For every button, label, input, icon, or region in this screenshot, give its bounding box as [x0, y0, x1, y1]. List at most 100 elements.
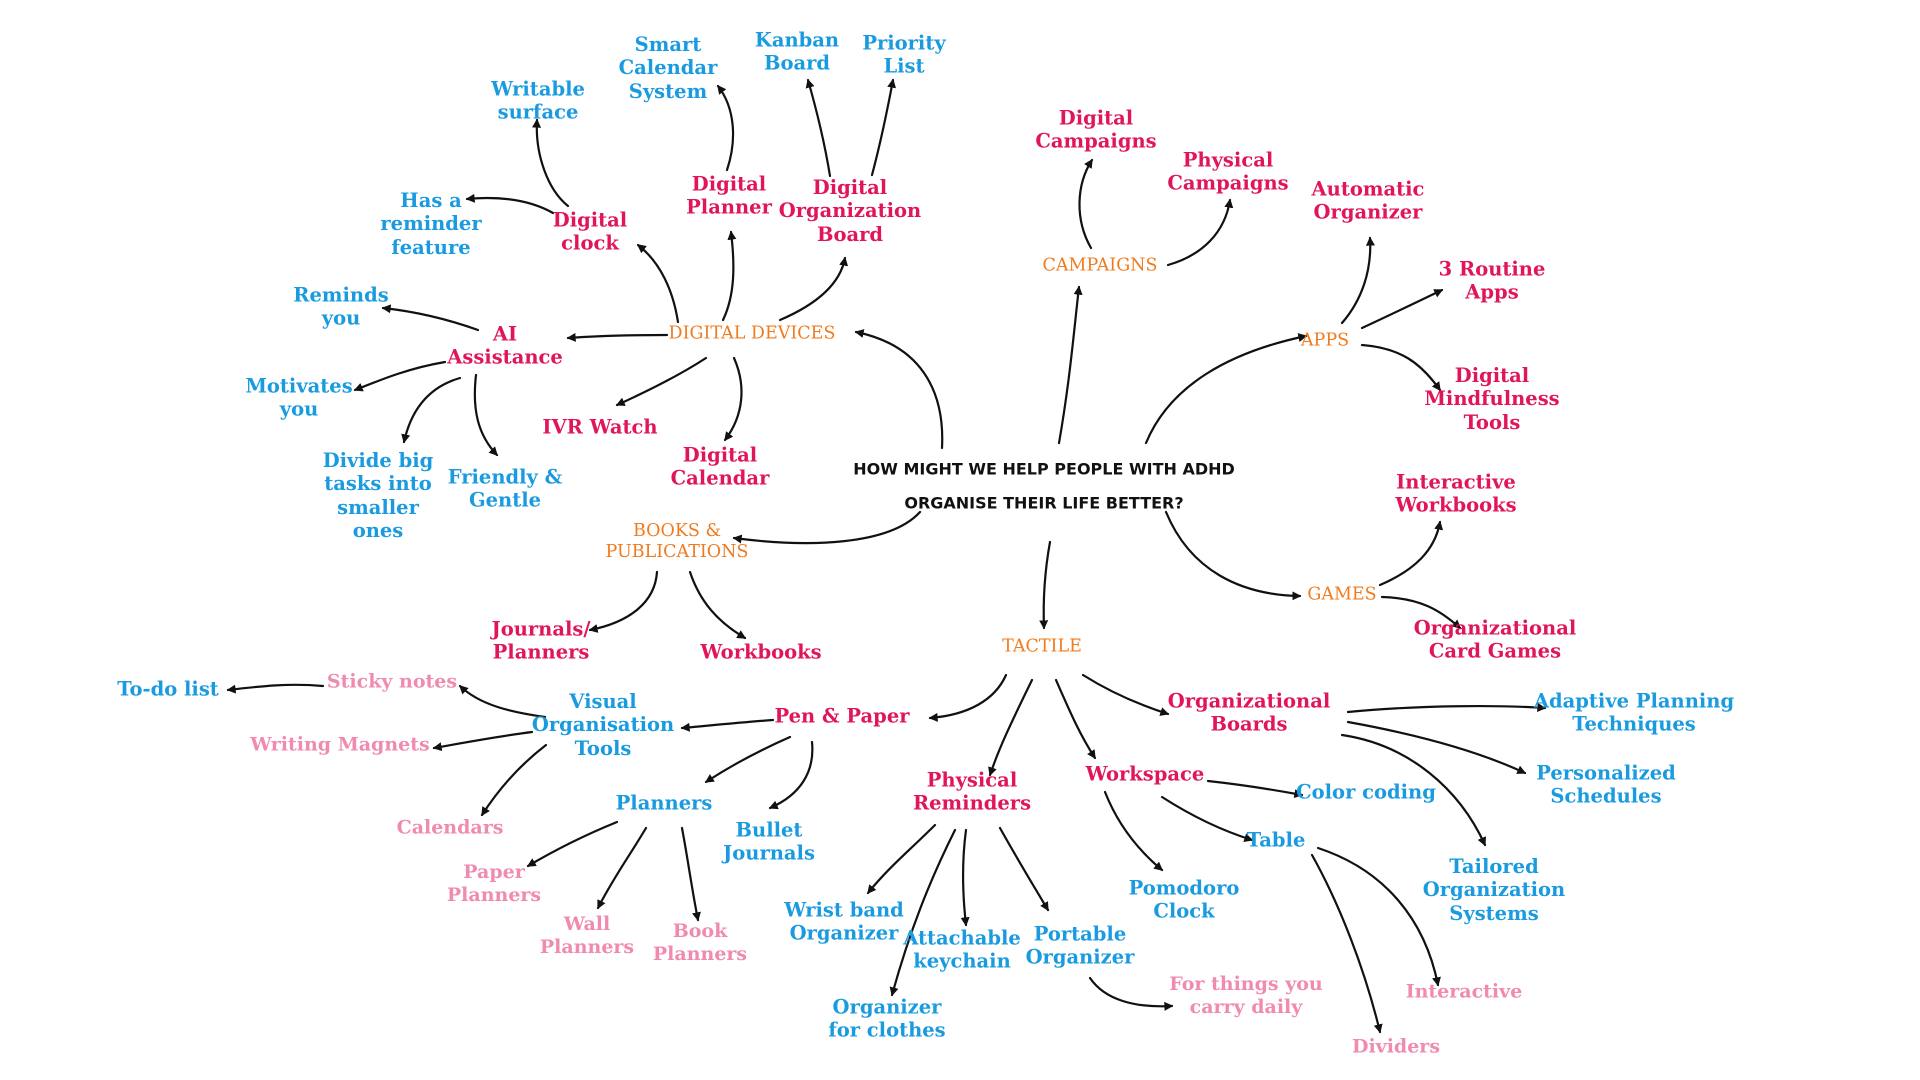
edge-pen-visual — [680, 718, 775, 732]
category-tactile[interactable]: TACTILE — [1002, 637, 1082, 658]
node-text-line: Journals/ — [491, 617, 591, 641]
node-text-line: Boards — [1210, 713, 1288, 736]
edge-tactile-pen-paper — [928, 673, 1008, 722]
edge-devices-ai — [566, 332, 669, 342]
node-text-line: Reminders — [912, 792, 1032, 815]
node-text-line: 3 Routine — [1438, 257, 1546, 281]
node-text-line: Digital — [682, 443, 758, 467]
subtopic-pen-paper[interactable]: Pen & Paper — [775, 704, 910, 727]
category-campaigns[interactable]: CAMPAIGNS — [1043, 256, 1158, 277]
detail-friendly-gentle[interactable]: Friendly &Gentle — [448, 466, 563, 513]
edge-table-interactive — [1316, 846, 1441, 987]
node-text-line: Wall — [563, 913, 611, 936]
edge-reminders-wristband — [866, 823, 937, 895]
node-text-line: smaller — [337, 496, 419, 519]
detail-to-do-list[interactable]: To-do list — [117, 677, 219, 700]
edge-central-tactile — [1039, 540, 1052, 630]
category-games[interactable]: GAMES — [1307, 585, 1376, 606]
node-text-line: Has a — [400, 188, 462, 212]
minor-calendars[interactable]: Calendars — [397, 817, 504, 840]
minor-sticky-notes[interactable]: Sticky notes — [327, 671, 457, 694]
node-text-line: Dividers — [1351, 1035, 1441, 1058]
edge-apps-mindfulness — [1360, 343, 1442, 392]
minor-interactive[interactable]: Interactive — [1406, 981, 1523, 1004]
node-text-line: Organization — [778, 199, 922, 223]
node-text-line: Pomodoro — [1128, 876, 1240, 900]
category-apps[interactable]: APPS — [1301, 331, 1349, 352]
node-text-line: Planners — [492, 641, 590, 664]
edge-devices-calendar — [723, 356, 743, 442]
edge-sticky-todo — [226, 683, 325, 694]
node-text-line: Writable — [491, 77, 585, 101]
detail-table[interactable]: Table — [1247, 828, 1306, 851]
minor-writing-magnets[interactable]: Writing Magnets — [250, 734, 429, 757]
node-text-line: Bullet — [735, 818, 803, 842]
node-text-line: Organizational — [1167, 689, 1331, 713]
node-text-line: Apps — [1465, 281, 1519, 304]
node-text-line: Journals — [723, 842, 815, 865]
node-text-line: Attachable — [903, 926, 1021, 950]
node-text-line: Digital — [812, 175, 888, 199]
edge-workspace-pomodoro — [1103, 790, 1164, 872]
node-text-line: Clock — [1153, 900, 1215, 923]
node-text-line: Sticky notes — [326, 670, 458, 693]
minor-dividers[interactable]: Dividers — [1352, 1036, 1440, 1059]
category-digital-devices[interactable]: DIGITAL DEVICES — [669, 324, 836, 345]
node-text-line: Tailored — [1449, 854, 1539, 878]
detail-color-coding[interactable]: Color coding — [1296, 780, 1436, 803]
node-text-line: feature — [391, 235, 471, 259]
edge-campaigns-digital — [1078, 158, 1094, 250]
node-text-line: Campaigns — [1167, 172, 1289, 195]
node-text-line: ORGANISE THEIR LIFE BETTER? — [904, 493, 1184, 512]
subtopic-workbooks[interactable]: Workbooks — [700, 640, 821, 663]
subtopic-workspace[interactable]: Workspace — [1086, 762, 1205, 785]
node-text-line: Motivates — [245, 374, 353, 398]
node-text-line: Digital — [552, 208, 628, 232]
subtopic-journals-planners[interactable]: Journals/Planners — [491, 618, 590, 665]
node-text-line: Organisation — [531, 713, 675, 737]
subtopic-ivr-watch[interactable]: IVR Watch — [542, 415, 657, 438]
edge-pen-bullet — [768, 740, 814, 810]
detail-planners[interactable]: Planners — [616, 791, 713, 814]
category-books-publications[interactable]: BOOKS &PUBLICATIONS — [606, 521, 749, 563]
edge-ai-reminds — [381, 304, 480, 332]
node-text-line: Mindfulness — [1424, 387, 1560, 411]
